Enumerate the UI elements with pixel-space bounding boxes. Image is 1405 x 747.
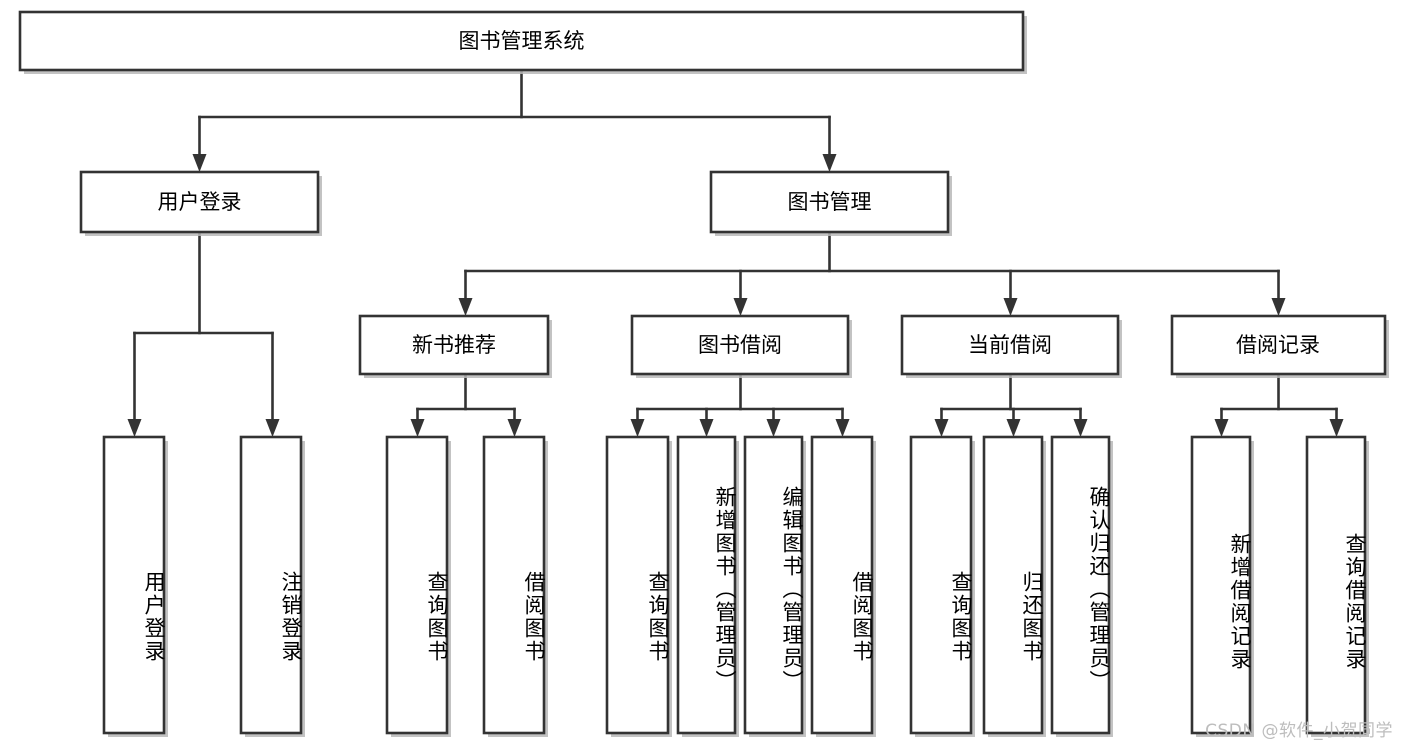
leaf-query-book-recommend-box[interactable] [385,435,449,735]
node-book-manage[interactable]: 图书管理 [709,170,952,236]
arrowhead-book-manage [822,154,837,172]
node-current-borrow[interactable]: 当前借阅 [900,314,1122,378]
arrowhead-leaf-query-book-recommend [410,419,425,437]
leaf-borrow-book-recommend-box[interactable] [482,435,546,735]
node-book-borrow[interactable]: 图书借阅 [630,314,852,378]
leaf-return-book-box[interactable] [982,435,1044,735]
node-user-login-box[interactable] [79,170,320,234]
arrowhead-leaf-return-book [1006,419,1021,437]
arrowhead-borrow-records [1271,298,1286,316]
connector-group-book-manage-to-level3 [458,230,1286,316]
arrowhead-new-book-recommend [458,298,473,316]
leaf-borrow-book-box[interactable] [810,435,874,735]
node-user-login-label: 用户登录 [158,190,242,214]
node-borrow-records-label: 借阅记录 [1236,333,1320,357]
arrowhead-leaf-add-book [699,419,714,437]
node-current-borrow-label: 当前借阅 [968,333,1052,357]
node-root[interactable]: 图书管理系统 [18,10,1027,74]
leaf-boxes-group [102,435,1369,737]
node-current-borrow-box[interactable] [900,314,1120,376]
leaf-query-borrow-record-box[interactable] [1305,435,1367,735]
node-user-login[interactable]: 用户登录 [79,170,322,236]
connector-group-book-borrow-to-leaves [630,372,850,437]
node-book-manage-label: 图书管理 [788,190,872,214]
node-new-book-recommend-box[interactable] [358,314,550,376]
leaf-add-book-box[interactable] [676,435,737,735]
leaf-edit-book-box[interactable] [743,435,804,735]
arrowhead-leaf-query-book-borrow [630,419,645,437]
connector-group-borrow-records-to-leaves [1214,372,1344,437]
arrowhead-book-borrow [733,298,748,316]
connector-group-current-borrow-to-leaves [934,372,1088,437]
node-book-manage-box[interactable] [709,170,950,234]
leaf-user-logout-box[interactable] [239,435,303,735]
arrowhead-leaf-user-logout [265,419,280,437]
arrowhead-leaf-query-book-current [934,419,949,437]
leaf-query-book-current-box[interactable] [909,435,973,735]
arrowhead-leaf-borrow-book [835,419,850,437]
arrowhead-leaf-edit-book [766,419,781,437]
node-book-borrow-box[interactable] [630,314,850,376]
arrowhead-leaf-add-borrow-record [1214,419,1229,437]
leaf-add-borrow-record-box[interactable] [1190,435,1252,735]
node-root-label: 图书管理系统 [459,29,585,53]
arrowhead-leaf-borrow-book-recommend [507,419,522,437]
arrowhead-user-login [192,154,207,172]
arrowhead-leaf-confirm-return [1073,419,1088,437]
leaf-query-book-borrow-box[interactable] [605,435,670,735]
leaf-user-login-box[interactable] [102,435,166,735]
arrowhead-leaf-user-login [127,419,142,437]
leaf-confirm-return-box[interactable] [1050,435,1111,735]
arrowhead-leaf-query-borrow-record [1329,419,1344,437]
arrowhead-current-borrow [1003,298,1018,316]
node-root-box[interactable] [18,10,1025,72]
connector-group-user-login-to-leaves [127,230,280,437]
connector-group-new-book-recommend-to-leaves [410,372,522,437]
node-borrow-records-box[interactable] [1170,314,1387,376]
connector-group-root-to-level2 [192,68,837,172]
node-book-borrow-label: 图书借阅 [698,333,782,357]
csdn-watermark: CSDN @软件_小贺同学 [1205,721,1393,741]
node-new-book-recommend-label: 新书推荐 [412,333,496,357]
node-borrow-records[interactable]: 借阅记录 [1170,314,1389,378]
node-new-book-recommend[interactable]: 新书推荐 [358,314,552,378]
